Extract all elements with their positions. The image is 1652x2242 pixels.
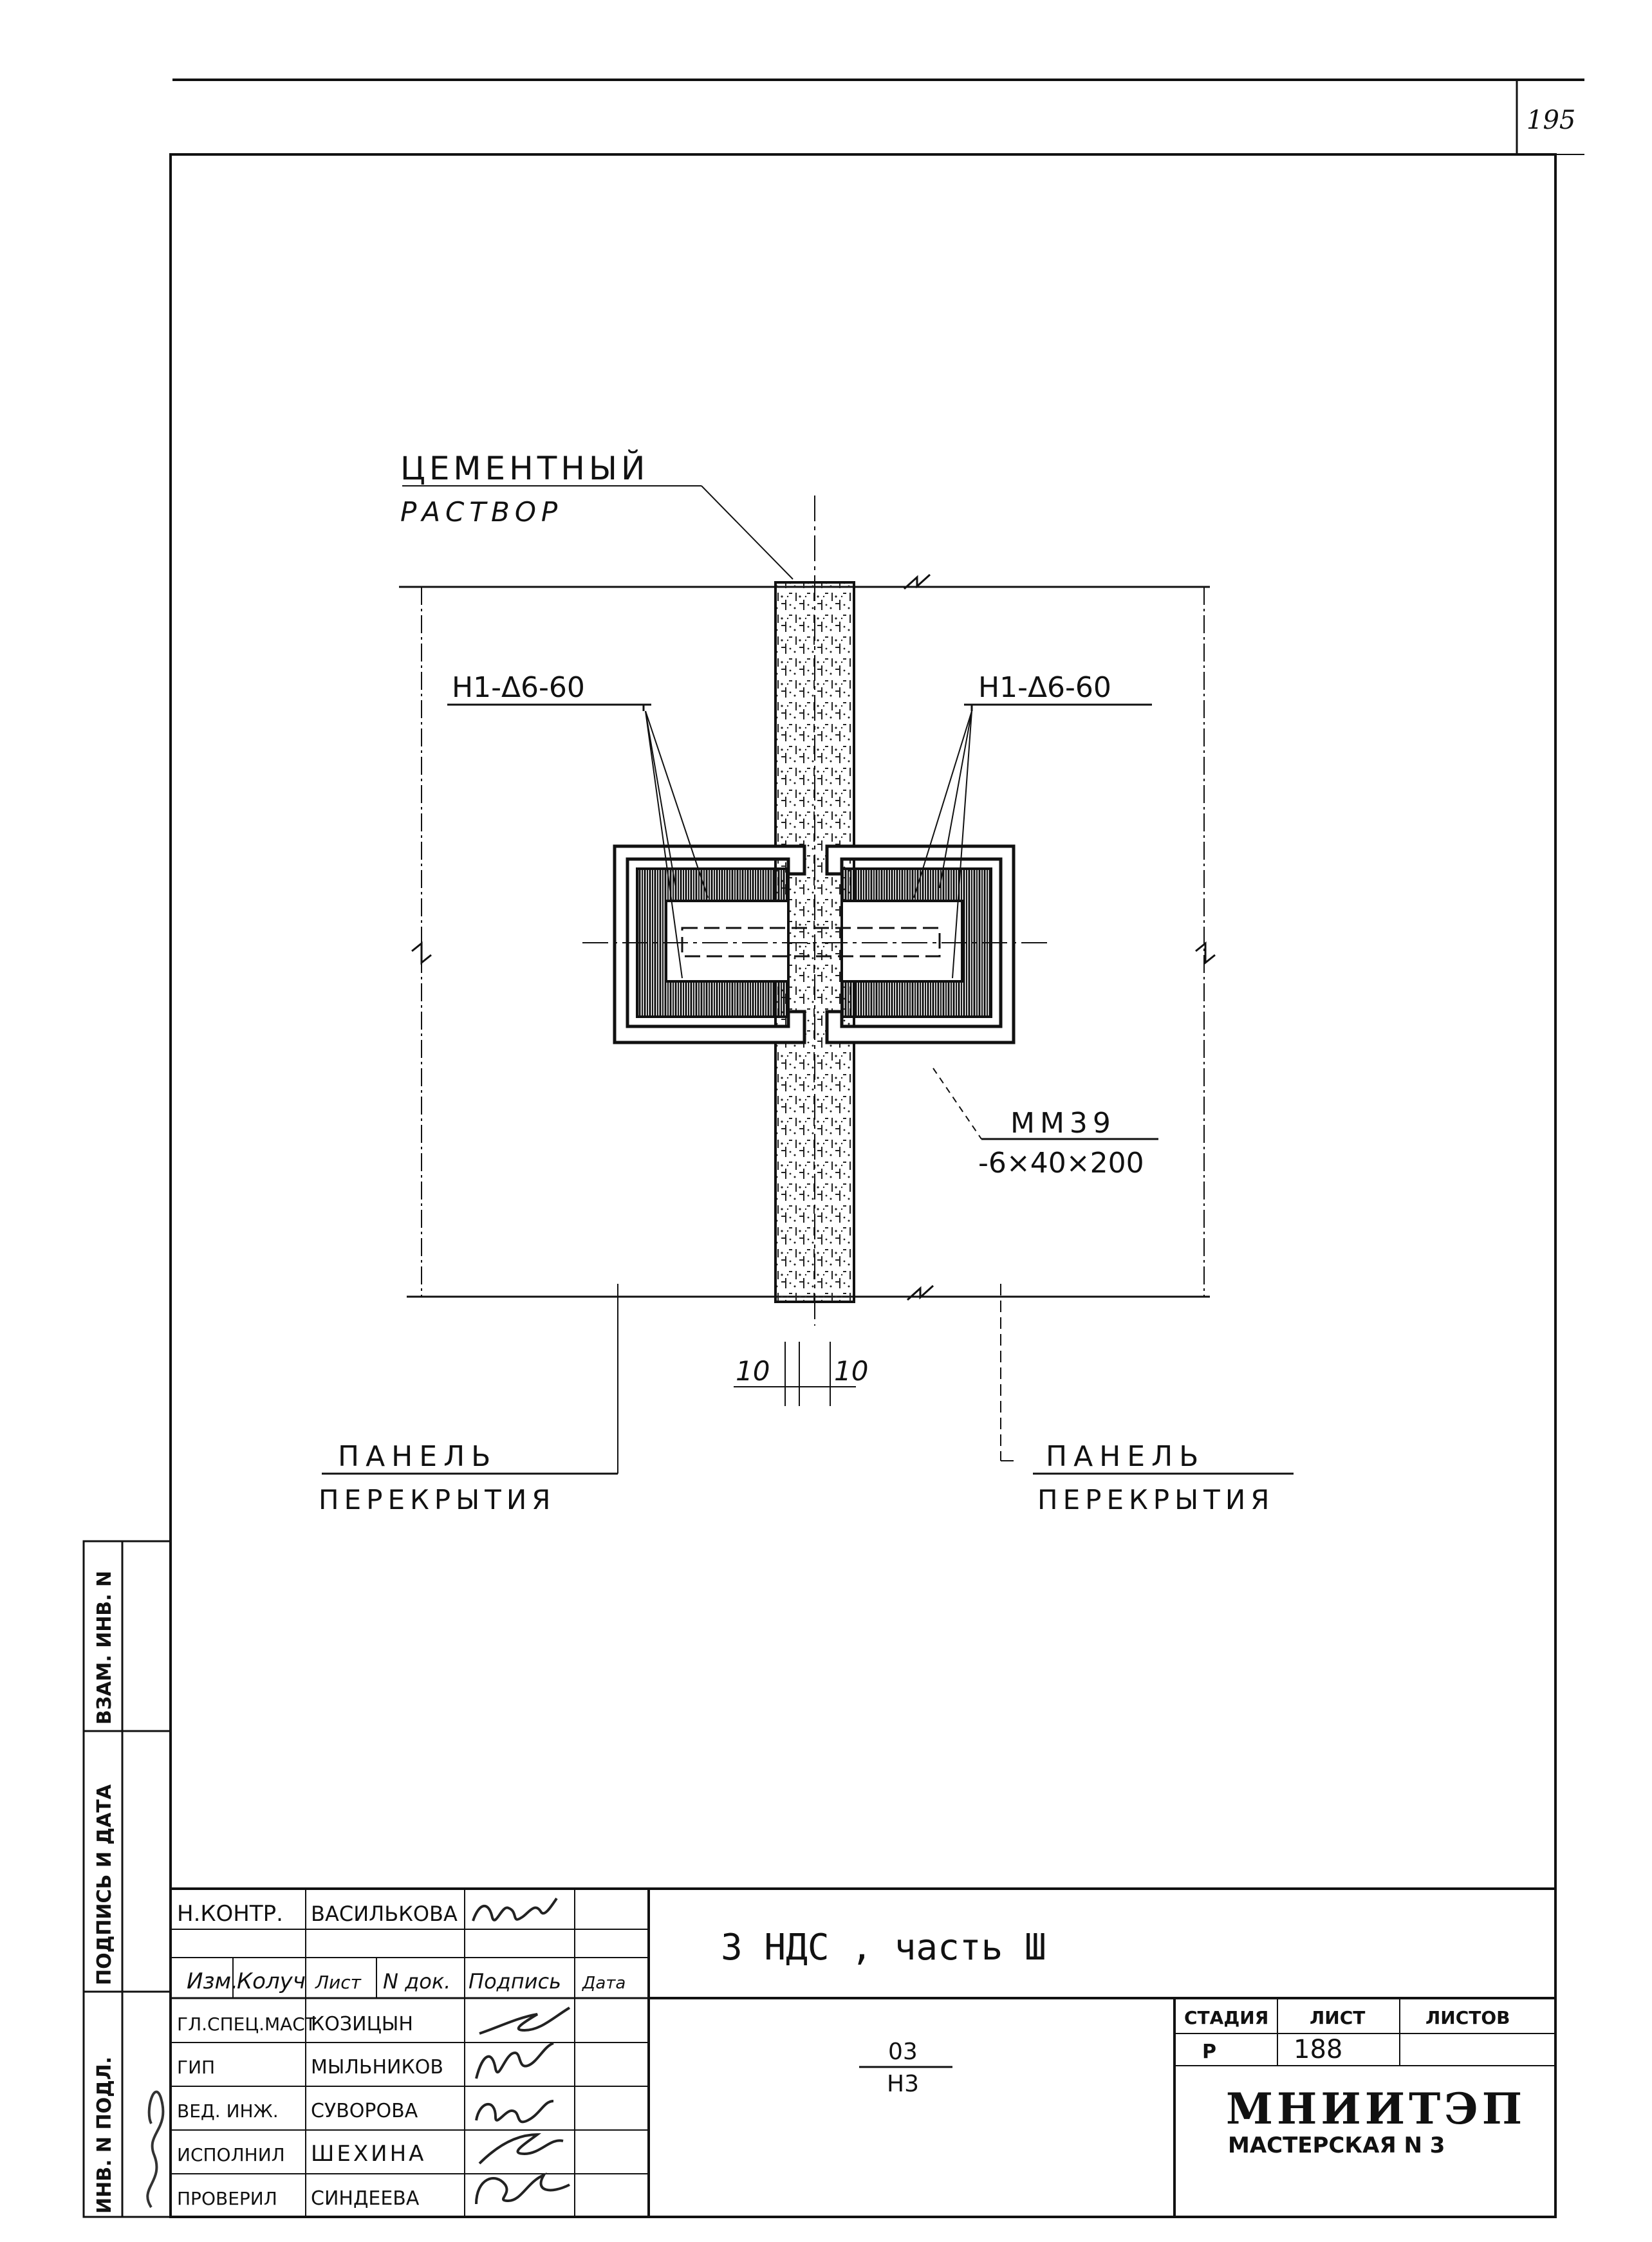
header-podpis: Подпись (469, 1969, 561, 1994)
signature-lead-engineer (475, 2100, 554, 2124)
staff-name: СУВОРОВА (311, 2100, 418, 2122)
header-data: Дата (582, 1974, 626, 1993)
label-left-panel-line1: ПАНЕЛЬ (338, 1440, 497, 1473)
staff-role: ГИП (177, 2057, 215, 2078)
control-name: ВАСИЛЬКОВА (311, 1902, 458, 1926)
signature-gip (475, 2042, 554, 2079)
label-plate-size: -6×40×200 (978, 1147, 1144, 1180)
doc-code-bottom: Н3 (887, 2071, 919, 2097)
label-mortar-line2: РАСТВОР (400, 496, 562, 528)
staff-role: ГЛ.СПЕЦ.МАСТ (177, 2014, 317, 2035)
left-embedded-part (613, 844, 806, 1044)
side-stamp-inv-original: ИНВ. N ПОДЛ. (93, 2057, 116, 2214)
label-left-panel-line2: ПЕРЕКРЫТИЯ (319, 1484, 555, 1515)
staff-name: ШЕХИНА (311, 2141, 426, 2167)
staff-role: ИСПОЛНИЛ (177, 2144, 285, 2165)
sheet-value: 188 (1294, 2035, 1342, 2064)
label-right-panel-line1: ПАНЕЛЬ (1046, 1440, 1205, 1473)
side-stamp (82, 1540, 172, 2218)
organization-workshop: МАСТЕРСКАЯ N 3 (1228, 2133, 1445, 2158)
staff-name: МЫЛЬНИКОВ (311, 2056, 443, 2079)
stage-value: Р (1202, 2041, 1216, 2063)
signature-chief-specialist (479, 2006, 571, 2035)
label-right-tie: Н1-Δ6-60 (978, 671, 1111, 704)
project-title: 3 НДС , часть Ш (721, 1927, 1046, 1969)
title-block (169, 1887, 1557, 2218)
signature-performer (478, 2133, 564, 2165)
header-list: Лист (315, 1972, 362, 1993)
signature-control (472, 1897, 558, 1922)
side-stamp-signature-date: ПОДПИСЬ И ДАТА (93, 1784, 116, 1985)
label-mortar-line1: ЦЕМЕНТНЫЙ (400, 449, 649, 487)
control-role: Н.КОНТР. (177, 1901, 283, 1927)
label-plate-mark: ММ39 (1010, 1107, 1116, 1140)
side-stamp-replace-inv: ВЗАМ. ИНВ. N (93, 1571, 116, 1725)
staff-name: СИНДЕЕВА (311, 2187, 420, 2210)
right-embedded-part (825, 844, 1016, 1044)
dimension-left: 10 (736, 1355, 770, 1387)
page-number: 195 (1527, 106, 1575, 135)
signature-checker (475, 2172, 570, 2205)
sheet-label: ЛИСТ (1310, 2007, 1365, 2028)
header-ndok: N док. (383, 1969, 450, 1994)
sheets-total-label: ЛИСТОВ (1425, 2007, 1510, 2028)
top-border (172, 79, 1584, 154)
stage-label: СТАДИЯ (1184, 2007, 1268, 2028)
side-stamp-signature (146, 2090, 165, 2209)
label-left-tie: Н1-Δ6-60 (452, 671, 585, 704)
staff-role: ПРОВЕРИЛ (177, 2188, 277, 2209)
connection-drawing (322, 485, 1294, 1475)
dimension-right: 10 (834, 1355, 868, 1387)
signatures (472, 1897, 571, 2205)
staff-role: ВЕД. ИНЖ. (177, 2100, 279, 2122)
header-koluch: Колуч (237, 1969, 306, 1994)
staff-name: КОЗИЦЫН (311, 2013, 413, 2035)
organization-name: МНИИТЭП (1226, 2084, 1526, 2134)
staff-rows: ГЛ.СПЕЦ.МАСТ КОЗИЦЫН ГИП МЫЛЬНИКОВ ВЕД. … (177, 2013, 443, 2210)
doc-code-top: 03 (888, 2039, 918, 2065)
header-izm: Изм. (187, 1969, 238, 1994)
label-right-panel-line2: ПЕРЕКРЫТИЯ (1037, 1484, 1274, 1515)
